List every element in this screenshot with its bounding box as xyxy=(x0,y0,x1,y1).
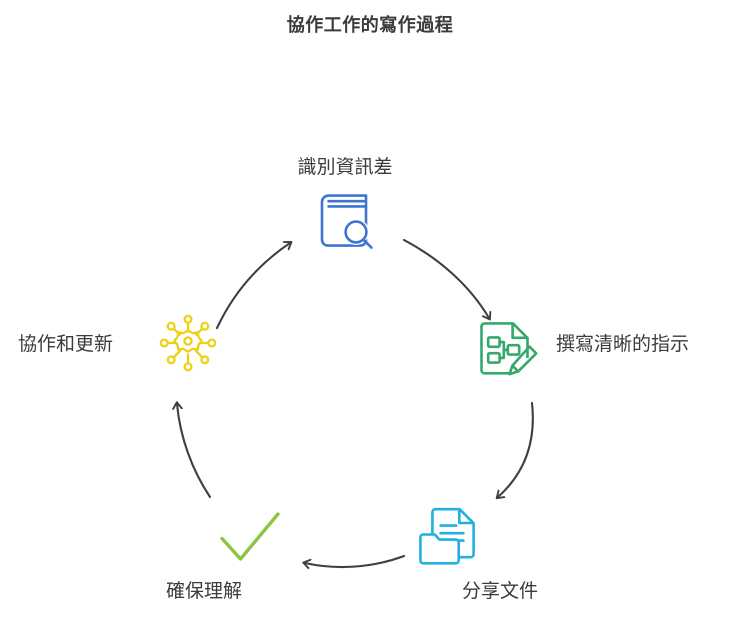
arrow-confirm-to-collaborate xyxy=(177,404,212,499)
step-label-confirm-understanding: 確保理解 xyxy=(165,581,242,602)
network-hub-icon xyxy=(155,310,221,381)
document-pencil-icon xyxy=(476,320,544,389)
arrow-write-to-share xyxy=(498,401,534,497)
step-label-identify-gap: 識別資訊差 xyxy=(297,157,393,178)
arrow-collaborate-to-identify xyxy=(215,243,290,330)
step-label-write-instructions: 撰寫清晰的指示 xyxy=(556,334,690,355)
arrow-identify-to-write xyxy=(402,238,489,318)
page-title: 協作工作的寫作過程 xyxy=(286,15,454,35)
document-folder-icon xyxy=(416,506,484,573)
checkmark-icon xyxy=(218,510,284,571)
book-search-icon xyxy=(314,192,382,259)
arrow-share-to-confirm xyxy=(305,554,406,567)
step-label-share-documents: 分享文件 xyxy=(461,581,538,602)
step-label-collaborate-update: 協作和更新 xyxy=(18,334,114,355)
